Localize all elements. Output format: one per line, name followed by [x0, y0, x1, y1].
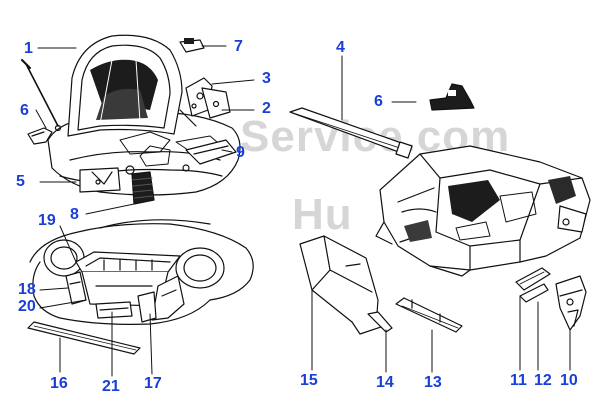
callout-13: 13 [424, 374, 442, 391]
hood-clip-left [27, 127, 53, 145]
callout-18: 18 [18, 281, 36, 298]
callout-4: 4 [336, 39, 345, 56]
leader-lines [35, 45, 571, 377]
callout-11: 11 [510, 372, 527, 389]
callout-5: 5 [16, 173, 25, 190]
callout-6-right: 6 [374, 93, 383, 110]
callout-21: 21 [102, 378, 120, 395]
small-brackets [515, 267, 587, 331]
scuttle-panel [185, 139, 237, 165]
inner-wing-panel [299, 235, 385, 335]
callout-1: 1 [24, 40, 33, 57]
bonnet-lock-bracket [79, 167, 121, 193]
callout-2: 2 [262, 100, 271, 117]
reinforcement-strip [367, 311, 393, 333]
callout-12: 12 [534, 372, 552, 389]
scuttle-bar [289, 107, 413, 159]
callout-7: 7 [234, 38, 243, 55]
callout-20: 20 [18, 298, 36, 315]
callout-9: 9 [236, 144, 245, 161]
hood-clip-right [429, 83, 475, 111]
callout-17: 17 [144, 375, 162, 392]
bonnet-hinge [185, 77, 231, 119]
callout-3: 3 [262, 70, 271, 87]
callout-10: 10 [560, 372, 578, 389]
callout-6-left: 6 [20, 102, 29, 119]
callout-8: 8 [70, 206, 79, 223]
front-bodyshell [375, 145, 591, 277]
front-spoiler [27, 321, 141, 355]
under-tray [95, 301, 133, 319]
rubber-bellows [131, 171, 155, 205]
watermark-line-2: Hu [292, 190, 353, 239]
car-front-body [29, 219, 254, 325]
bonnet-prop-rod [21, 59, 62, 132]
callout-16: 16 [50, 375, 68, 392]
cross-member [395, 297, 463, 333]
callout-15: 15 [300, 372, 318, 389]
callout-14: 14 [376, 374, 394, 391]
callout-19: 19 [38, 212, 56, 229]
bonnet-latch-striker [179, 38, 205, 53]
side-ducts [65, 271, 185, 323]
